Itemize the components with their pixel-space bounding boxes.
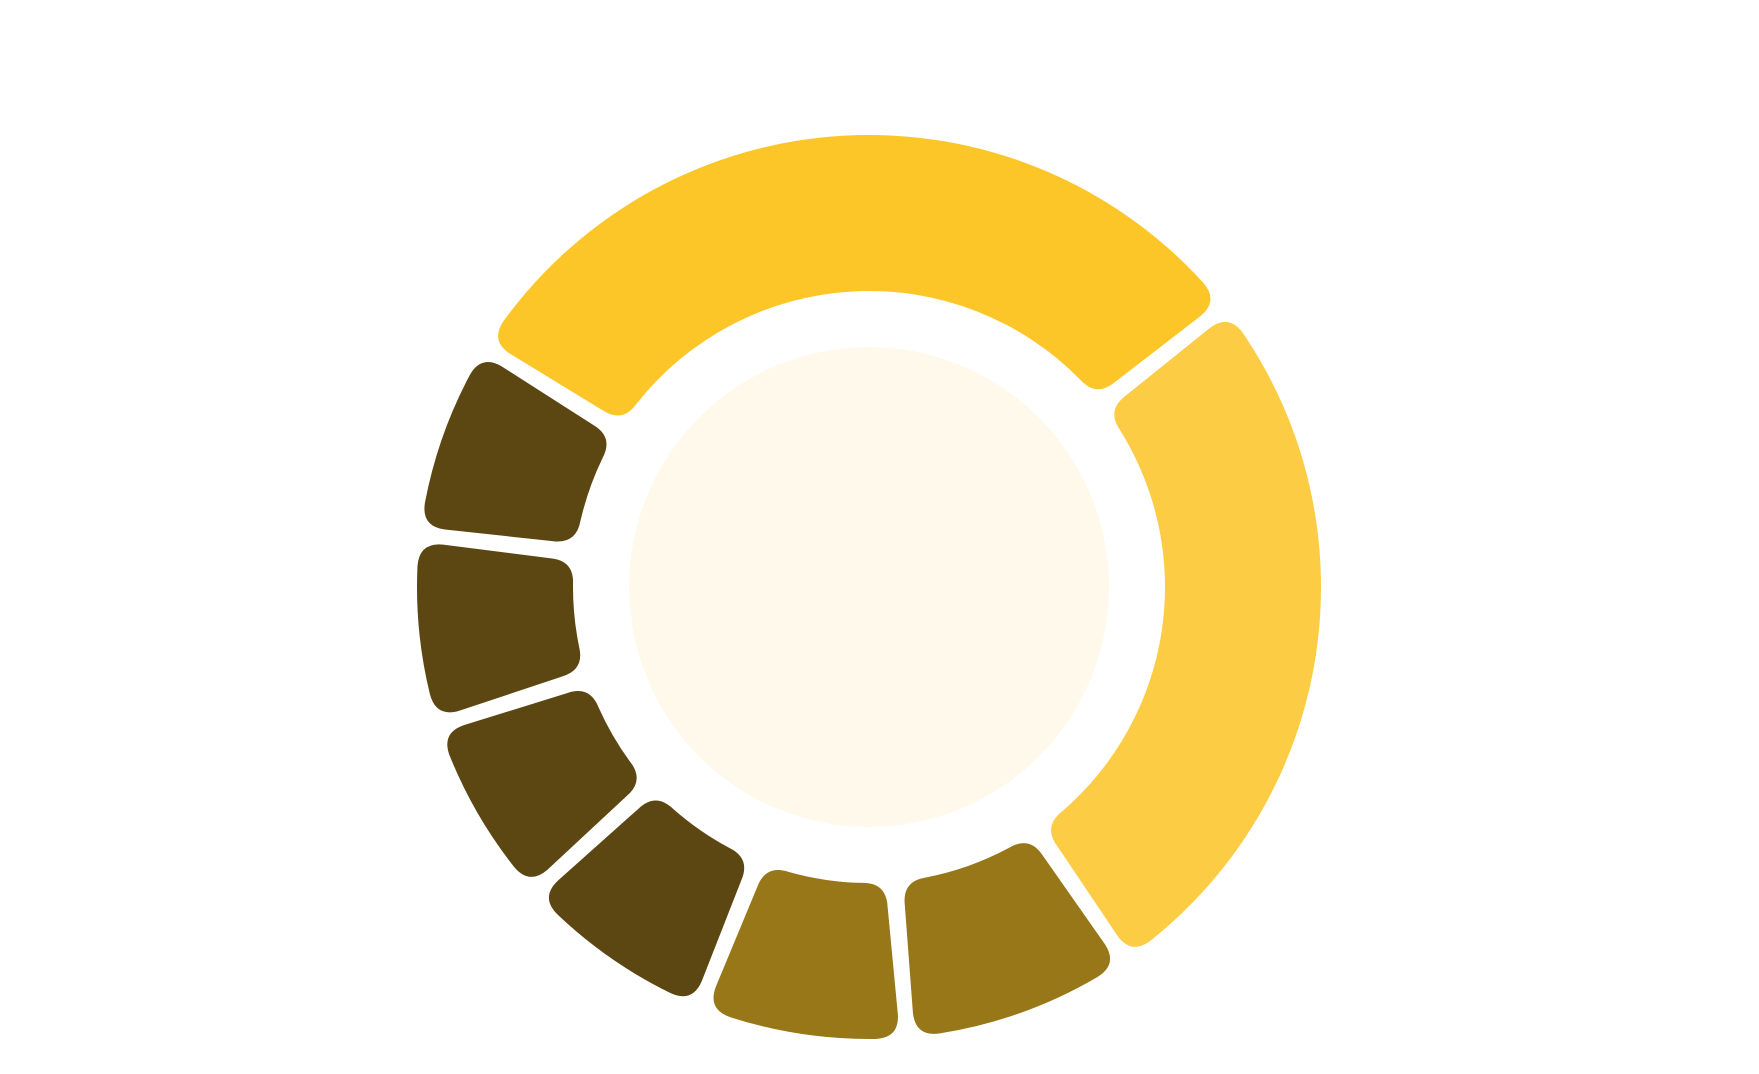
donut-slice-1: [498, 135, 1211, 416]
donut-slices: [417, 135, 1322, 1039]
donut-slice-4: [713, 869, 898, 1039]
donut-slice-8: [424, 362, 607, 542]
donut-slice-2: [1051, 321, 1322, 947]
donut-slice-6: [447, 691, 637, 877]
donut-slice-7: [417, 544, 581, 713]
donut-slice-5: [548, 800, 745, 997]
donut-slice-3: [904, 843, 1111, 1034]
donut-center-disc: [629, 347, 1109, 827]
